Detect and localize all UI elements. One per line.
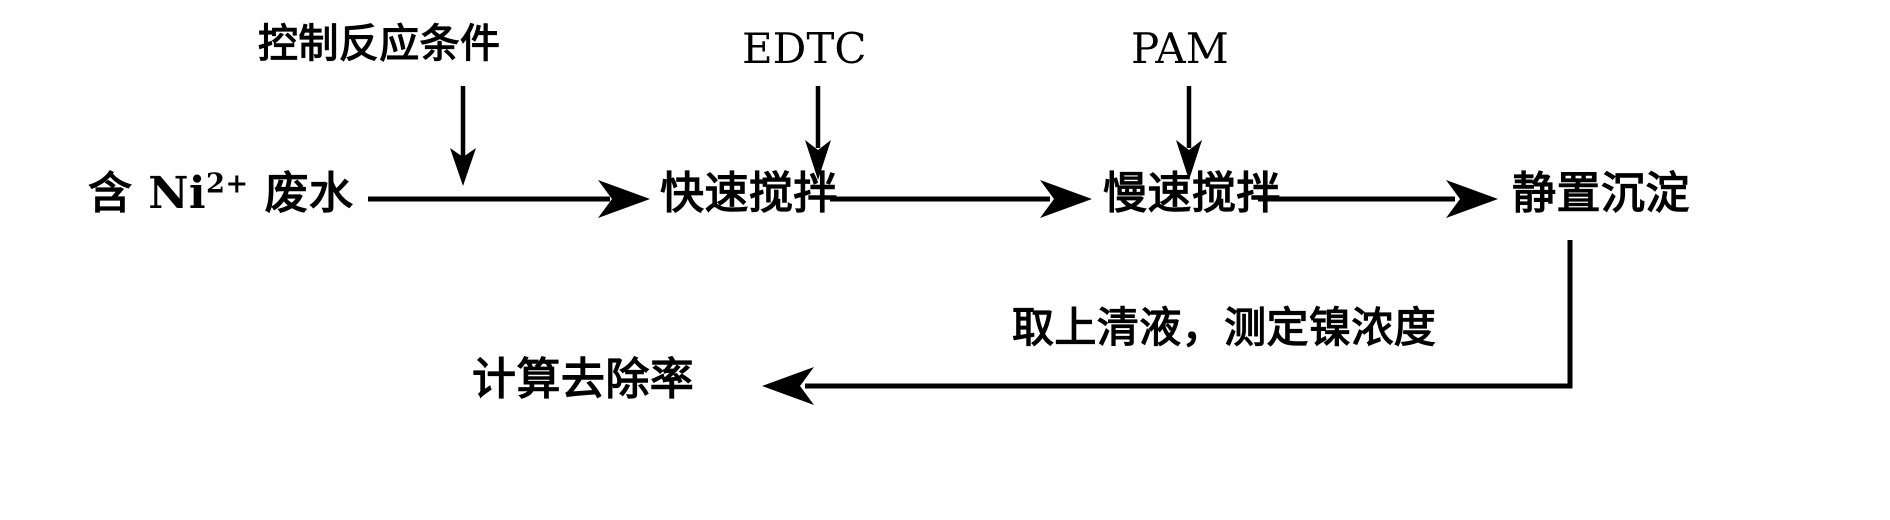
- node-removal-rate: 计算去除率: [472, 354, 695, 405]
- node-slow-mix: 慢速搅拌: [1103, 168, 1281, 219]
- edge-label-conditions: 控制反应条件: [258, 20, 501, 67]
- arrow-influent-to-rapidmix: [368, 180, 650, 218]
- arrow-pam-down: [1176, 86, 1202, 180]
- arrow-edtc-down: [805, 86, 831, 180]
- node-influent: 含 Ni2+ 废水: [88, 170, 353, 216]
- node-influent-suffix: 废水: [248, 168, 354, 219]
- node-influent-prefix: 含 Ni: [88, 168, 207, 219]
- edge-label-supernatant: 取上清液，测定镍浓度: [1012, 303, 1437, 352]
- edge-label-pam: PAM: [1131, 24, 1229, 73]
- edge-label-edtc: EDTC: [742, 24, 867, 73]
- arrow-rapidmix-to-slowmix: [830, 180, 1092, 218]
- node-influent-charge: 2+: [206, 167, 249, 200]
- node-settling: 静置沉淀: [1512, 168, 1690, 219]
- node-rapid-mix: 快速搅拌: [660, 168, 838, 219]
- arrow-conditions-down: [450, 86, 476, 186]
- arrow-slowmix-to-settling: [1258, 180, 1498, 218]
